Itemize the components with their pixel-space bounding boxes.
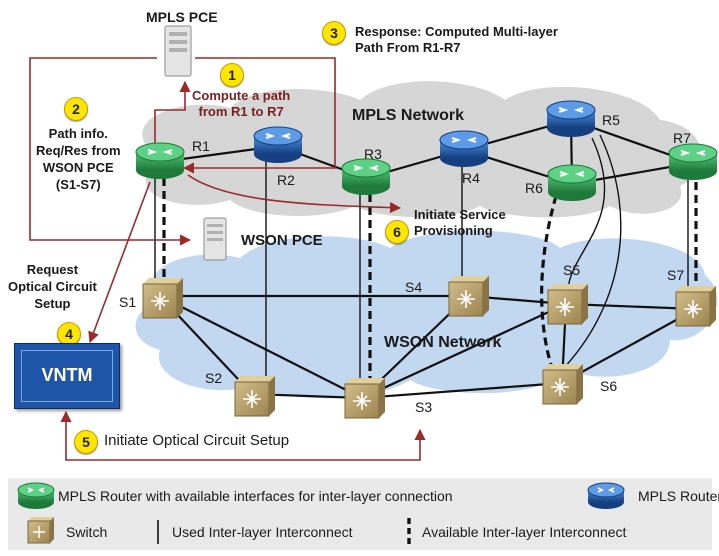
legend-available-text: Available Inter-layer Interconnect: [422, 524, 627, 540]
legend-switch-icon: [27, 517, 54, 544]
step-6-badge: 6: [385, 220, 409, 244]
wson-pce-server: [203, 217, 227, 261]
step-3-badge: 3: [322, 21, 346, 45]
legend-blue-router-icon: [587, 482, 625, 509]
router-r7-icon: [668, 143, 718, 180]
step-2-text: Path info. Req/Res from WSON PCE (S1-S7): [36, 125, 121, 193]
router-label-r3: R3: [364, 146, 382, 162]
legend-green-router-icon: [17, 482, 55, 509]
router-label-r6: R6: [525, 180, 543, 196]
step-1-line-2: from R1 to R7: [198, 104, 284, 119]
step-2-badge: 2: [64, 97, 88, 121]
step-3-line-1: Response: Computed Multi-layer: [355, 24, 558, 39]
switch-s1-icon: [142, 278, 183, 319]
router-label-r7: R7: [673, 130, 691, 146]
switch-s4-icon: [448, 276, 489, 317]
router-r4-icon: [439, 130, 489, 167]
step-3-text: Response: Computed Multi-layer Path From…: [355, 24, 558, 56]
mpls-pce-server: [164, 25, 192, 77]
router-label-r5: R5: [602, 112, 620, 128]
step-2-line-2: Req/Res from: [36, 143, 121, 158]
router-r2-icon: [253, 126, 303, 163]
step-4-text: Request Optical Circuit Setup: [8, 261, 97, 312]
legend-green-router-text: MPLS Router with available interfaces fo…: [58, 488, 453, 504]
switch-label-s3: S3: [415, 399, 433, 415]
step-6-text: Initiate Service Provisioning: [414, 207, 506, 239]
step-6-line-1: Initiate Service: [414, 207, 506, 222]
switch-s6-icon: [542, 364, 583, 405]
router-r1-icon: [135, 142, 185, 179]
step-4-line-2: Optical Circuit: [8, 279, 97, 294]
router-label-r4: R4: [462, 170, 480, 186]
switch-label-s2: S2: [205, 370, 223, 386]
legend-graphics: [17, 482, 625, 546]
mpls-network-label: MPLS Network: [352, 107, 465, 124]
switch-label-s5: S5: [563, 262, 581, 278]
switch-label-s6: S6: [600, 378, 618, 394]
wson-network-label: WSON Network: [384, 334, 502, 351]
step-2-line-1: Path info.: [48, 126, 108, 141]
step-4-line-3: Setup: [34, 296, 71, 311]
step-5-text: Initiate Optical Circuit Setup: [104, 432, 290, 449]
router-label-r2: R2: [277, 172, 295, 188]
step-1-text: Compute a path from R1 to R7: [192, 88, 290, 120]
router-label-r1: R1: [192, 138, 210, 154]
router-r5-icon: [546, 100, 596, 137]
used-interconnects: [154, 134, 689, 382]
router-r3-icon: [341, 158, 391, 195]
mpls-pce-label: MPLS PCE: [146, 9, 218, 25]
legend-switch-text: Switch: [66, 524, 108, 540]
wson-pce-label: WSON PCE: [241, 232, 323, 249]
step-3-line-2: Path From R1-R7: [355, 40, 461, 55]
legend-blue-router-text: MPLS Router: [638, 488, 719, 504]
switch-label-s1: S1: [119, 294, 137, 310]
signal-arrows: [29, 57, 426, 461]
vntm-box: VNTM: [14, 343, 120, 409]
vntm-inner-frame: [21, 350, 113, 402]
router-r6-icon: [547, 164, 597, 201]
step-2-line-3: WSON PCE: [42, 160, 114, 175]
switch-s2-icon: [234, 376, 275, 417]
step-5-badge: 5: [74, 430, 98, 454]
legend: MPLS Router with available interfaces fo…: [8, 478, 719, 550]
switch-s5-icon: [547, 284, 588, 325]
vntm-label: VNTM: [41, 365, 93, 385]
available-interconnects: [162, 178, 698, 378]
switch-label-s7: S7: [667, 267, 685, 283]
legend-used-text: Used Inter-layer Interconnect: [172, 524, 353, 540]
step-1-line-1: Compute a path: [192, 88, 291, 103]
step-2-line-4: (S1-S7): [55, 177, 101, 192]
step-1-badge: 1: [220, 63, 244, 87]
wson-links: [159, 294, 697, 400]
switch-s3-icon: [344, 378, 385, 419]
switch-label-s4: S4: [405, 279, 423, 295]
step-4-line-1: Request: [26, 262, 79, 277]
step-6-line-2: Provisioning: [414, 223, 493, 238]
switch-s7-icon: [675, 286, 716, 327]
